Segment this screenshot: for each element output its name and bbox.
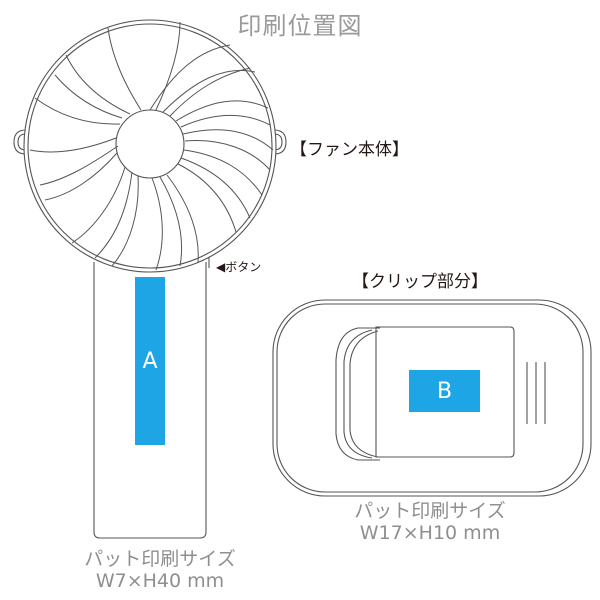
clip-face [375,326,515,458]
print-area-a: A [135,277,165,445]
fan-body-label: 【ファン本体】 [290,140,409,160]
fan-outer-ring [23,19,277,273]
right-hook [273,129,287,155]
fan-grille [29,21,274,271]
print-area-b: B [409,370,480,412]
print-area-a-letter: A [142,348,158,374]
print-area-b-letter: B [436,378,453,404]
fan-size-caption: パット印刷サイズ W7×H40 mm [40,548,280,592]
fan-size-caption-dimensions: W7×H40 mm [95,570,225,592]
clip-size-caption-dimensions: W17×H10 mm [359,522,501,544]
clip-size-caption-title: パット印刷サイズ [354,500,506,522]
button-label: ◀ボタン [216,260,262,274]
left-hook [13,129,27,155]
page-title: 印刷位置図 [237,12,363,40]
fan-handle-outline [93,262,207,539]
clip-outer-frame [272,299,592,497]
clip-label: 【クリップ部分】 [352,272,488,292]
clip-size-caption: パット印刷サイズ W17×H10 mm [320,500,540,544]
fan-size-caption-title: パット印刷サイズ [84,548,236,570]
